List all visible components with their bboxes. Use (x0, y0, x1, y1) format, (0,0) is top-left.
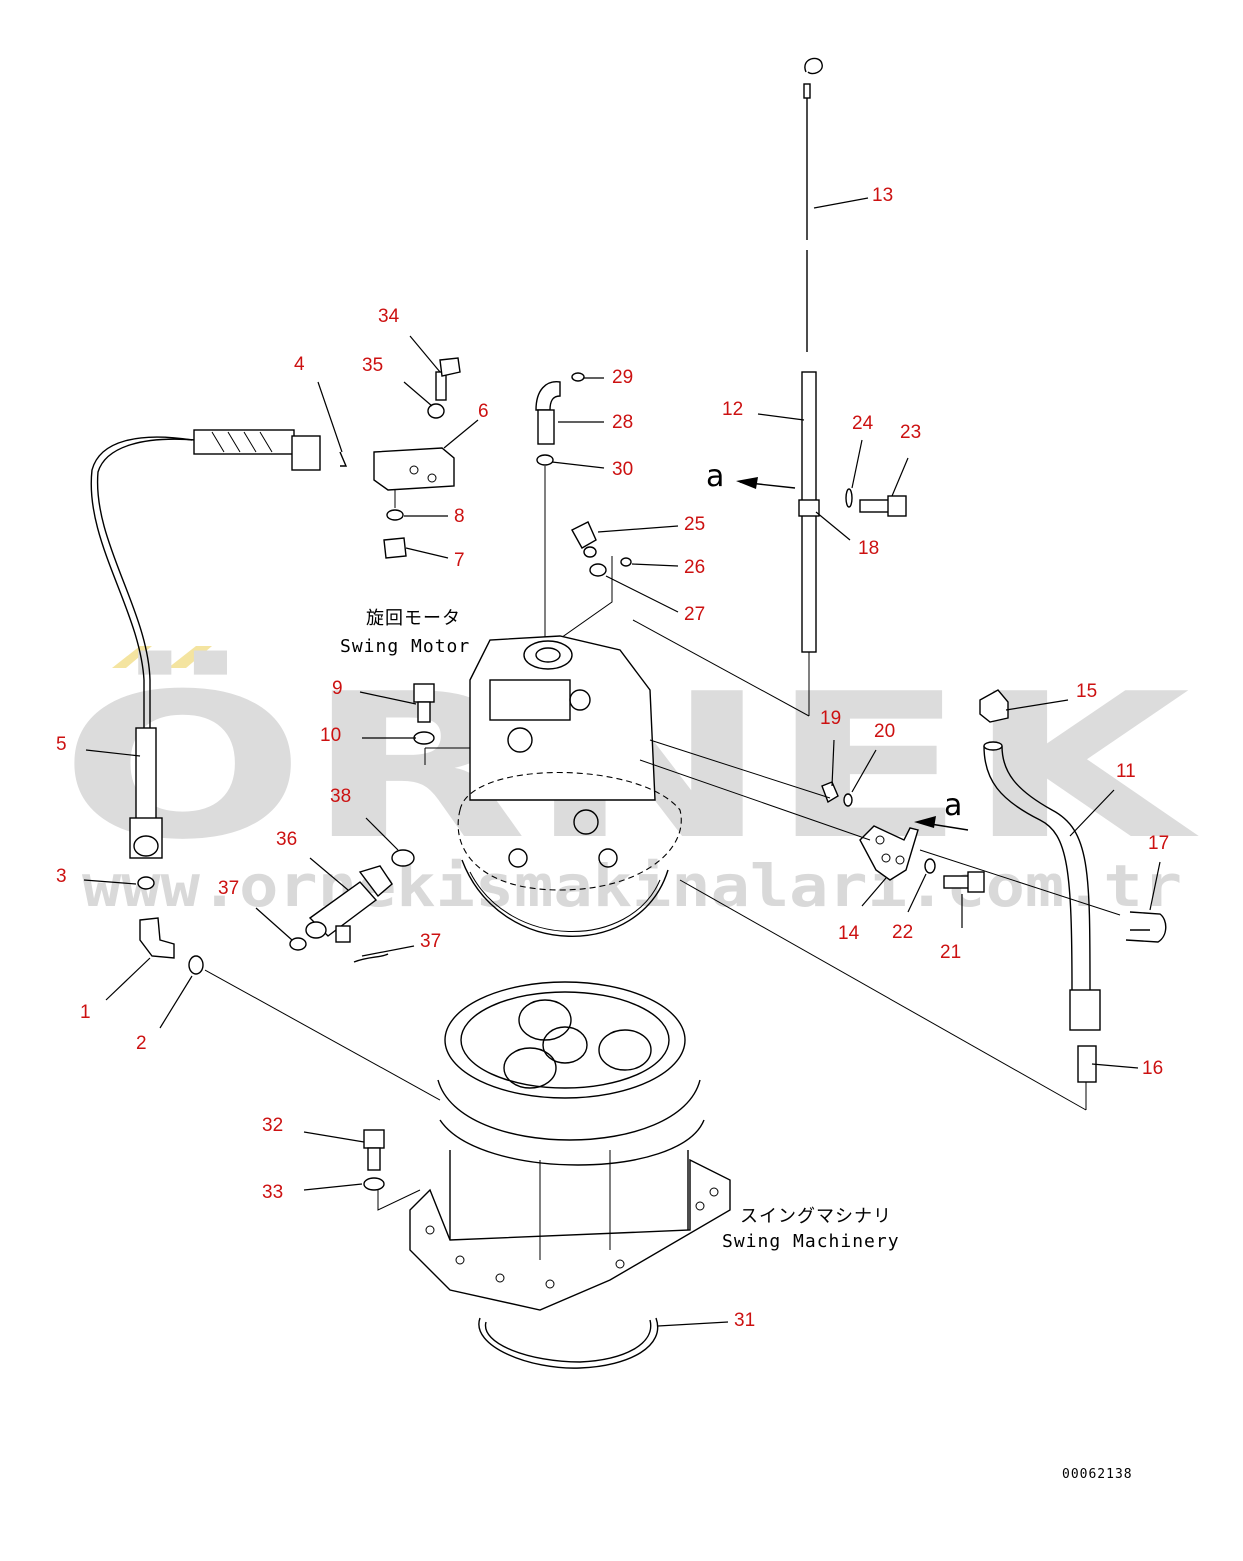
view-arrow-lower: a (914, 788, 969, 831)
callout-7: 7 (454, 550, 465, 571)
swing-machinery (204, 969, 731, 1311)
callout-17: 17 (1148, 833, 1169, 854)
callout-3: 3 (56, 866, 67, 887)
callout-33: 33 (262, 1182, 283, 1203)
callout-21: 21 (940, 942, 961, 963)
callout-1: 1 (80, 1002, 91, 1023)
bolt-32 (363, 1129, 385, 1191)
callout-13: 13 (872, 185, 893, 206)
caption-swing-motor-jp: 旋回モータ (366, 608, 461, 629)
captions: 旋回モータ Swing Motor スイングマシナリ Swing Machine… (340, 608, 900, 1252)
bolt-23 (845, 488, 907, 517)
elbow-28 (535, 372, 585, 645)
callouts: 13 34 4 35 29 6 28 12 24 23 30 8 25 18 7… (56, 185, 1169, 1331)
caption-swing-machinery-jp: スイングマシナリ (740, 1206, 892, 1227)
callout-10: 10 (320, 725, 341, 746)
callout-24: 24 (852, 413, 874, 434)
view-marker-lower: a (944, 788, 962, 823)
callout-5: 5 (56, 734, 67, 755)
callout-16: 16 (1142, 1058, 1163, 1079)
watermark-accent-right (168, 646, 212, 668)
o-ring-31 (478, 1317, 659, 1369)
callout-27: 27 (684, 604, 705, 625)
callout-2: 2 (136, 1033, 147, 1054)
callout-22: 22 (892, 922, 913, 943)
hose-assembly (90, 429, 348, 975)
callout-36: 36 (276, 829, 297, 850)
callout-32: 32 (262, 1115, 283, 1136)
callout-9: 9 (332, 678, 343, 699)
callout-26: 26 (684, 557, 705, 578)
callout-11: 11 (1116, 761, 1136, 782)
callout-28: 28 (612, 412, 633, 433)
view-marker-upper: a (706, 459, 724, 494)
callout-19: 19 (820, 708, 841, 729)
callout-23: 23 (900, 422, 921, 443)
view-arrow-upper: a (706, 459, 796, 494)
callout-15: 15 (1076, 681, 1097, 702)
callout-18: 18 (858, 538, 879, 559)
callout-29: 29 (612, 367, 633, 388)
callout-31: 31 (734, 1310, 755, 1331)
callout-12: 12 (722, 399, 743, 420)
watermark-accent-left (112, 646, 152, 668)
leader-lines (83, 197, 1161, 1327)
swing-motor (424, 635, 682, 937)
o-ring-38 (391, 849, 415, 867)
callout-6: 6 (478, 401, 489, 422)
callout-4: 4 (294, 354, 305, 375)
caption-swing-motor-en: Swing Motor (340, 636, 470, 657)
caption-swing-machinery-en: Swing Machinery (722, 1231, 900, 1252)
callout-14: 14 (838, 923, 860, 944)
callout-37-upper: 37 (218, 878, 239, 899)
callout-30: 30 (612, 459, 633, 480)
block-6 (373, 357, 461, 559)
callout-25: 25 (684, 514, 705, 535)
pipe-11 (919, 689, 1167, 1110)
callout-37-lower: 37 (420, 931, 441, 952)
callout-38: 38 (330, 786, 351, 807)
bracket-14 (639, 739, 1087, 1111)
callout-34: 34 (378, 306, 400, 327)
fitting-25 (557, 521, 632, 641)
bolt-9 (413, 683, 435, 745)
valve-36 (289, 865, 393, 963)
callout-8: 8 (454, 506, 465, 527)
document-id: 00062138 (1062, 1467, 1133, 1482)
dipstick-assembly (632, 57, 823, 717)
callout-20: 20 (874, 721, 895, 742)
callout-35: 35 (362, 355, 383, 376)
watermark-url: www.ornekismakinalari.com.tr (82, 852, 1182, 920)
